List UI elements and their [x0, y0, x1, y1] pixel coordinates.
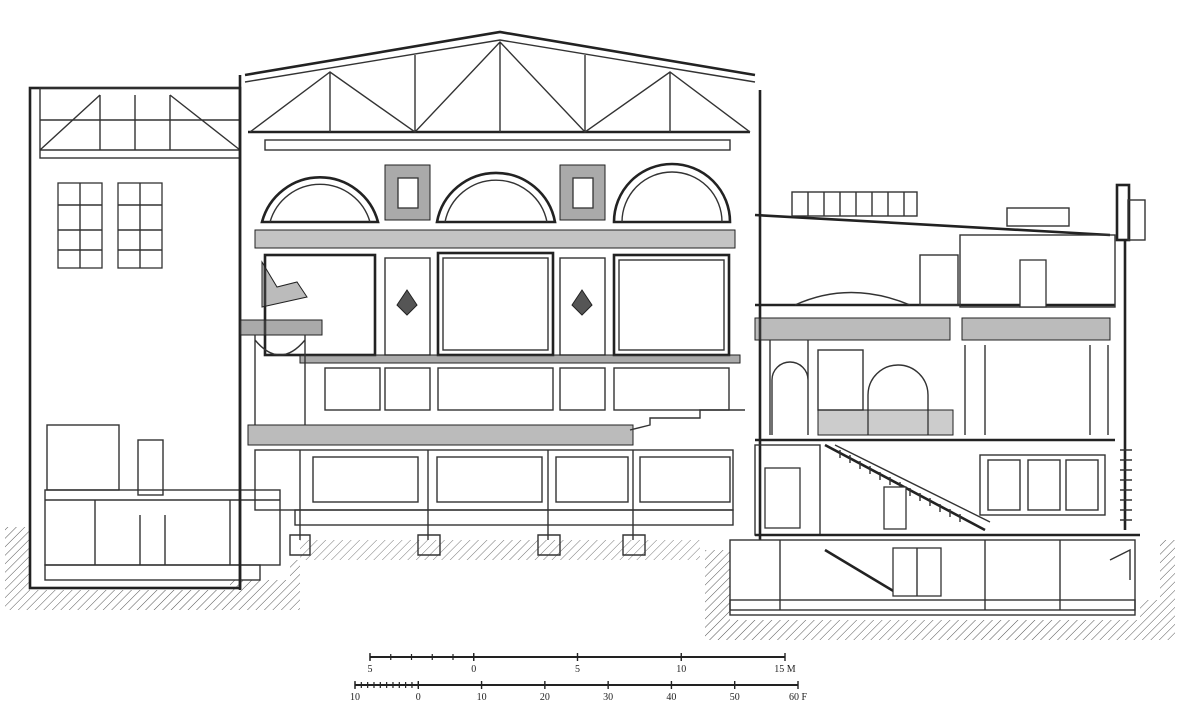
foyer-lower: [729, 444, 1140, 616]
scale-bar-scale_metres: 5 0 5 10 15 M: [368, 653, 796, 675]
scale-tick-label: 20: [540, 692, 550, 703]
chimney: [1115, 183, 1146, 530]
scale-tick-label: 30: [603, 692, 613, 703]
scale-tick-label: 50: [730, 692, 740, 703]
scale-tick-label: 10: [477, 692, 487, 703]
cartouche-ornaments: [384, 164, 606, 221]
scale-tick-label: 10: [676, 664, 686, 675]
window-left-2: [117, 182, 163, 269]
wall-panels: [263, 251, 741, 411]
foyer-wing: [729, 183, 1146, 616]
scale-tick-label: 15 M: [774, 664, 796, 675]
auditorium-hall: [238, 30, 762, 590]
window-left-1: [57, 182, 103, 269]
lower-arcade: [254, 449, 734, 556]
scale-tick-label: 40: [666, 692, 676, 703]
balcony: [247, 409, 745, 446]
foyer-upper: [754, 317, 1115, 442]
scale-tick-label: 0: [471, 664, 476, 675]
ground-hatching: [5, 527, 1175, 640]
proscenium-box: [239, 260, 323, 425]
scale-tick-label: 5: [575, 664, 580, 675]
scale-bar-scale_feet: 10 0 10 20 30 40 50 60 F: [350, 681, 807, 703]
scale-tick-label: 5: [368, 664, 373, 675]
scale-tick-label: 60 F: [789, 692, 808, 703]
scale-tick-label: 0: [416, 692, 421, 703]
scale-tick-label: 10: [350, 692, 360, 703]
left-wing: [28, 86, 281, 590]
arch-windows: [260, 162, 732, 224]
